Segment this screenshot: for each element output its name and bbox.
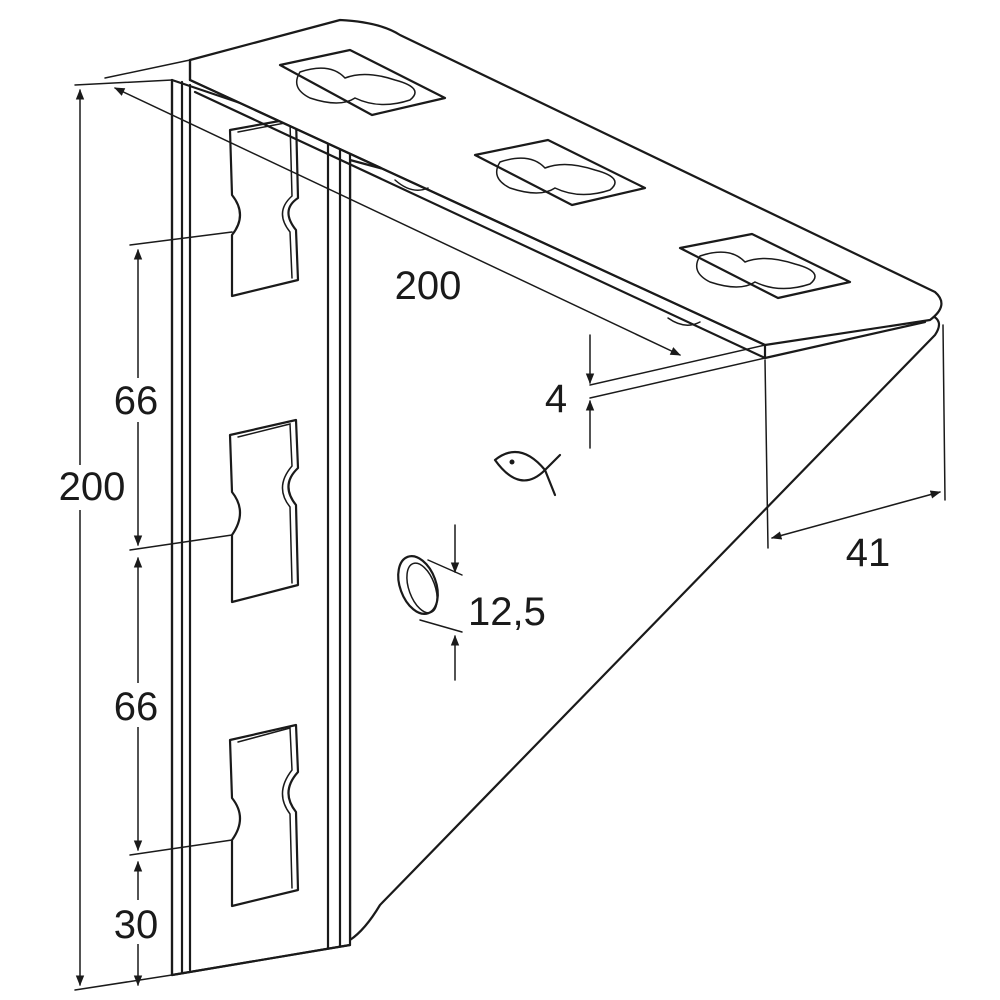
dim-height-total-label: 200 — [59, 465, 126, 509]
dim-bottom-offset-label: 30 — [114, 903, 159, 947]
dim-thickness-label: 4 — [545, 377, 567, 421]
vertical-slot-2 — [228, 418, 300, 604]
dim-spacing-lower: 66 — [106, 556, 233, 856]
dim-bottom-offset: 30 — [106, 860, 168, 987]
fish-icon — [493, 450, 562, 497]
dim-hole-diameter-label: 12,5 — [468, 590, 546, 634]
dim-height-total: 200 — [50, 79, 173, 991]
dim-spacing-lower-label: 66 — [114, 685, 159, 729]
vertical-slot-1 — [228, 116, 300, 298]
dim-spacing-upper: 66 — [106, 231, 233, 551]
dim-arm-length: 200 — [104, 59, 681, 356]
dim-width-label: 41 — [846, 531, 891, 575]
dim-spacing-upper-label: 66 — [114, 379, 159, 423]
dim-hole-diameter: 12,5 — [419, 524, 546, 681]
dim-thickness: 4 — [545, 334, 766, 449]
vertical-slot-3 — [228, 723, 300, 908]
dim-arm-length-label: 200 — [395, 264, 462, 308]
arm-slot-3 — [678, 232, 852, 300]
mounting-hole — [397, 555, 439, 615]
dim-width: 41 — [764, 324, 946, 575]
